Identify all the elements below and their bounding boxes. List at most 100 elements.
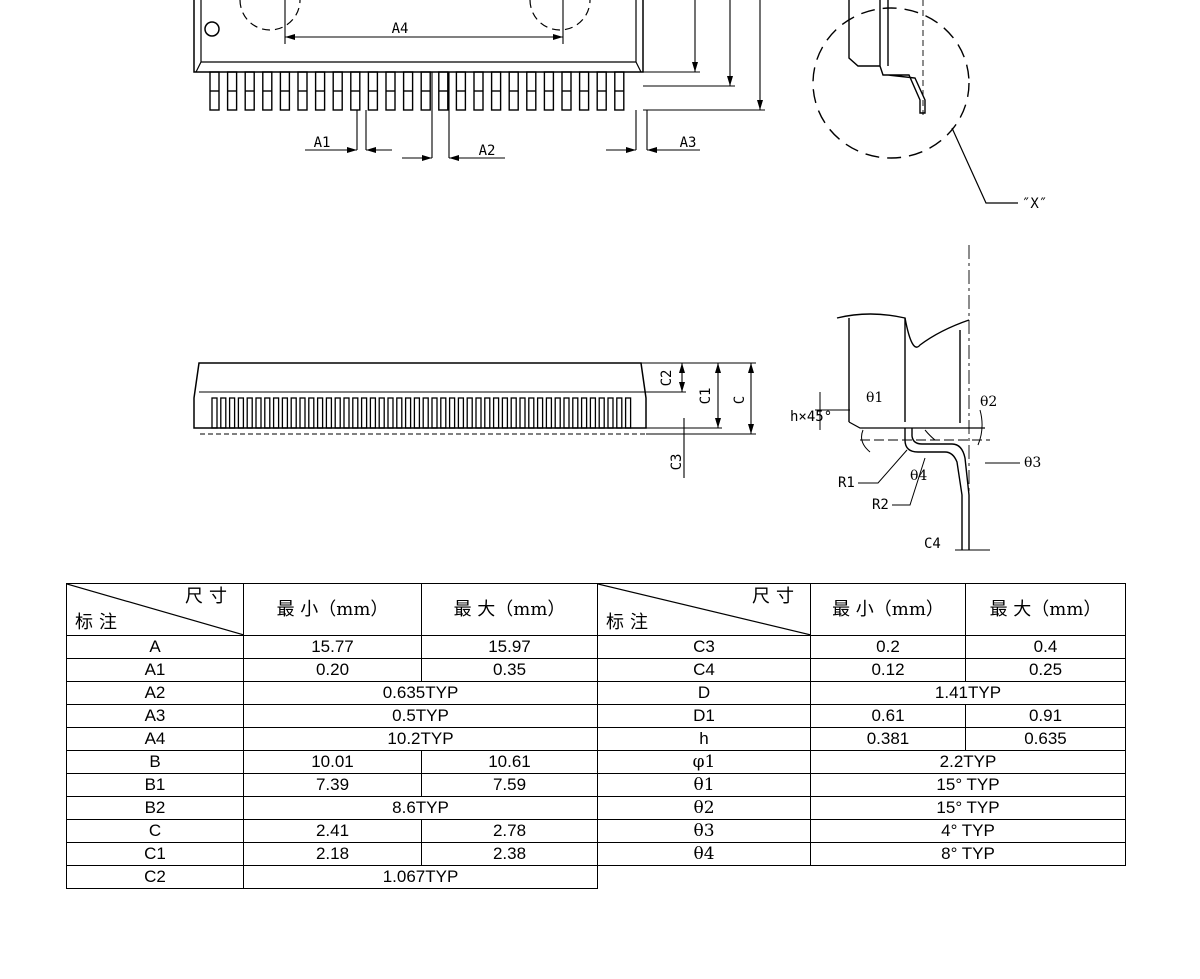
package-lead: [369, 397, 377, 429]
package-lead: [528, 397, 535, 429]
dimension-label-cell: C3: [597, 635, 811, 659]
package-lead: [580, 397, 588, 429]
package-lead: [554, 397, 561, 429]
radius-label-r1: R1: [838, 475, 855, 491]
package-lead: [510, 397, 517, 429]
max-value-cell: 0.635: [965, 727, 1126, 751]
corner-header-cell: 尺寸 标注: [66, 583, 244, 636]
package-lead: [281, 397, 289, 429]
lead-detail-view: [815, 245, 1020, 551]
angle-label-theta1: θ1: [866, 390, 883, 406]
dimension-label-cell: φ1: [597, 750, 811, 774]
package-lead: [607, 397, 614, 429]
max-value-cell: 0.91: [965, 704, 1126, 728]
typ-value-cell: 8° TYP: [810, 842, 1126, 866]
max-value-cell: 15.97: [421, 635, 598, 659]
min-value-cell: 0.20: [243, 658, 422, 682]
max-header: 最 大（mm）: [421, 583, 598, 636]
package-lead: [457, 397, 465, 429]
max-value-cell: 0.25: [965, 658, 1126, 682]
package-lead: [431, 397, 438, 429]
dim-label-a1: A1: [314, 135, 331, 151]
corner-label-mark: 标注: [606, 612, 654, 633]
min-value-cell: 10.01: [243, 750, 422, 774]
package-lead: [589, 397, 597, 429]
pin1-marker-icon: [204, 21, 220, 37]
min-header: 最 小（mm）: [243, 583, 422, 636]
dimension-label-cell: C4: [597, 658, 811, 682]
dimension-label-cell: C: [66, 819, 244, 843]
min-header: 最 小（mm）: [810, 583, 966, 636]
dimension-label-cell: B2: [66, 796, 244, 820]
angle-label-theta2: θ2: [980, 394, 997, 410]
typ-value-cell: 10.2TYP: [243, 727, 598, 751]
package-lead: [316, 397, 324, 429]
dimension-label-cell: h: [597, 727, 811, 751]
package-lead: [220, 397, 227, 429]
package-lead: [343, 397, 350, 429]
typ-value-cell: 1.067TYP: [243, 865, 598, 889]
package-lead: [598, 397, 605, 429]
package-lead: [475, 397, 482, 429]
package-lead: [519, 397, 526, 429]
min-value-cell: 0.2: [810, 635, 966, 659]
package-lead: [616, 397, 623, 429]
corner-label-size: 尺寸: [185, 586, 233, 607]
typ-value-cell: 4° TYP: [810, 819, 1126, 843]
typ-value-cell: 2.2TYP: [810, 750, 1126, 774]
dimension-label-cell: B: [66, 750, 244, 774]
dim-label-c: C: [732, 396, 748, 404]
dimension-label-cell: θ4: [597, 842, 811, 866]
package-lead: [378, 397, 385, 429]
dimension-label-cell: B1: [66, 773, 244, 797]
package-lead: [501, 397, 509, 429]
min-value-cell: 0.12: [810, 658, 966, 682]
table-header-row: 尺寸 标注 最 小（mm） 最 大（mm）: [66, 583, 598, 636]
dimension-label-cell: A2: [66, 681, 244, 705]
max-value-cell: 7.59: [421, 773, 598, 797]
corner-header-cell: 尺寸 标注: [597, 583, 811, 636]
package-lead: [360, 397, 368, 429]
typ-value-cell: 0.5TYP: [243, 704, 598, 728]
package-lead: [299, 397, 306, 429]
max-value-cell: 0.4: [965, 635, 1126, 659]
corner-label-size: 尺寸: [752, 586, 800, 607]
package-lead: [308, 397, 315, 429]
dim-label-c2: C2: [659, 370, 675, 387]
package-lead: [536, 397, 544, 429]
side-view: [193, 362, 756, 478]
angle-label-theta3: θ3: [1024, 455, 1041, 471]
package-lead: [228, 397, 236, 429]
dim-label-a3: A3: [680, 135, 697, 151]
package-lead: [413, 397, 421, 429]
radius-label-r2: R2: [872, 497, 889, 513]
dimension-label-cell: θ3: [597, 819, 811, 843]
min-value-cell: 2.41: [243, 819, 422, 843]
package-lead: [404, 397, 412, 429]
dimension-label-cell: C1: [66, 842, 244, 866]
package-lead: [272, 397, 280, 429]
package-lead: [290, 397, 297, 429]
detail-x-label: ″X″: [1022, 196, 1047, 212]
table-header-row: 尺寸 标注 最 小（mm） 最 大（mm）: [597, 583, 1126, 636]
min-value-cell: 2.18: [243, 842, 422, 866]
